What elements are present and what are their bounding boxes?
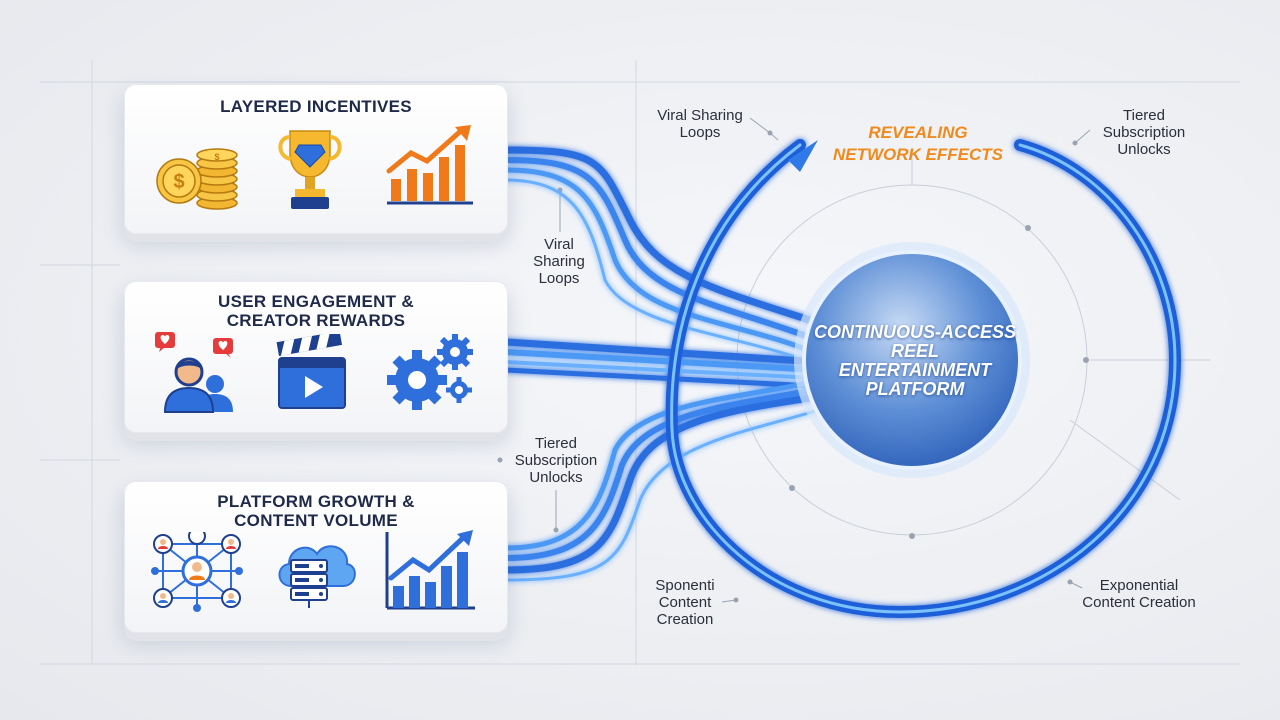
hub-line: PLATFORM <box>865 379 965 399</box>
card-title-line: LAYERED INCENTIVES <box>220 97 412 116</box>
card-platform-growth: PLATFORM GROWTH & CONTENT VOLUME <box>124 481 508 633</box>
trophy-icon <box>278 130 342 209</box>
card-title: PLATFORM GROWTH & CONTENT VOLUME <box>125 492 507 530</box>
growth-chart-icon <box>386 125 473 205</box>
label-line: Exponential <box>1099 577 1179 594</box>
sponenti-content-creation-label: Sponenti Content Creation <box>632 577 738 628</box>
label-line: Unlocks <box>1117 141 1171 158</box>
coin-stack-icon: $ $ <box>156 148 238 210</box>
svg-text:$: $ <box>214 152 219 162</box>
network-effects-line: REVEALING <box>868 123 968 142</box>
card-title-line: PLATFORM GROWTH & <box>217 492 415 511</box>
label-line: Tiered <box>1123 107 1165 124</box>
tiered-subscription-label-mid: Tiered Subscription Unlocks <box>500 435 612 486</box>
label-line: Sponenti <box>655 577 715 594</box>
label-line: Viral Sharing <box>657 107 743 124</box>
card-title-line: CREATOR REWARDS <box>226 311 406 330</box>
label-line: Sharing <box>533 253 585 270</box>
label-line: Content Creation <box>1082 594 1196 611</box>
gears-icon <box>387 334 473 410</box>
card-title: LAYERED INCENTIVES <box>125 97 507 116</box>
loop-arrowhead <box>788 140 818 172</box>
card-title-line: CONTENT VOLUME <box>234 511 398 530</box>
label-line: Subscription <box>514 452 598 469</box>
hub-line: ENTERTAINMENT <box>838 360 992 380</box>
user-likes-icon <box>155 332 233 413</box>
card-layered-incentives: LAYERED INCENTIVES $ $ <box>124 84 508 234</box>
label-line: Unlocks <box>529 469 583 486</box>
card-title: USER ENGAGEMENT & CREATOR REWARDS <box>125 292 507 330</box>
label-line: Loops <box>538 270 580 287</box>
network-effects-line: NETWORK EFFECTS <box>833 145 1003 164</box>
label-line: Creation <box>656 611 714 628</box>
cloud-server-icon <box>278 545 356 608</box>
tiered-subscription-label-top: Tiered Subscription Unlocks <box>1084 107 1204 158</box>
label-line: Subscription <box>1102 124 1186 141</box>
label-line: Content <box>658 594 712 611</box>
card-title-line: USER ENGAGEMENT & <box>218 292 414 311</box>
svg-text:$: $ <box>173 171 184 193</box>
hub-label: CONTINUOUS-ACCESS REEL ENTERTAINMENT PLA… <box>800 323 1030 399</box>
viral-sharing-loops-label-top: Viral Sharing Loops <box>640 107 760 141</box>
clapperboard-icon <box>276 334 346 409</box>
label-line: Tiered <box>535 435 577 452</box>
exponential-content-creation-label: Exponential Content Creation <box>1064 577 1214 611</box>
hub-line: REEL <box>890 341 939 361</box>
network-users-icon <box>151 532 243 612</box>
network-effects-label: REVEALING NETWORK EFFECTS <box>818 122 1018 166</box>
label-line: Viral <box>544 236 574 253</box>
bar-growth-chart-icon <box>385 530 475 610</box>
viral-sharing-loops-label-mid: Viral Sharing Loops <box>512 236 606 287</box>
label-line: Loops <box>679 124 721 141</box>
hub-line: CONTINUOUS-ACCESS <box>813 322 1016 342</box>
card-user-engagement: USER ENGAGEMENT & CREATOR REWARDS <box>124 281 508 433</box>
